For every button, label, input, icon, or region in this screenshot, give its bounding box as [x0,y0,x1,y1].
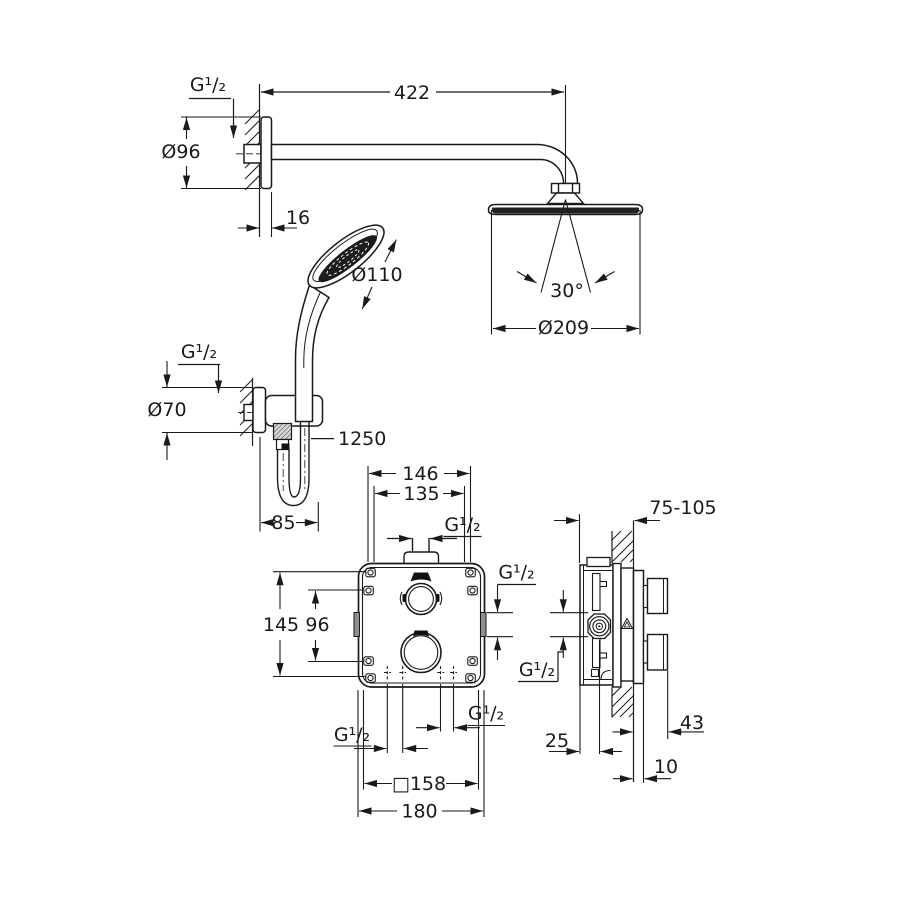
box-left-port [353,612,360,637]
box-side-port-arrows [487,583,536,660]
rough-in-box-side-view: 75-105 G¹/₂ 25 43 [518,497,717,783]
box-right-port [480,612,487,637]
dim-hand-shower-text: Ø110 [351,264,402,286]
hose-length-text: 1250 [338,428,386,450]
side-box-top-tab [586,556,611,568]
dim-handle-projection-text: 43 [680,712,704,734]
box-top-port [403,538,440,563]
arm-thread-leader [189,97,238,138]
dim-arm-escutcheon [181,116,261,190]
dim-handle-projection [612,671,704,739]
dim-head-diameter-text: Ø209 [538,317,589,339]
hose-knurled-nut [272,422,293,441]
side-wall-hatch-bottom [611,686,634,718]
dim-holder-escutcheon [162,361,253,460]
box-side-port-label: G¹/₂ [498,562,534,584]
arm-escutcheon [260,116,273,190]
box-bottom-right-port-label: G¹/₂ [468,703,504,725]
rough-in-box-front-view: 146 135 G¹/₂ 145 [263,463,536,823]
dim-wall-clearance-text: 16 [286,207,310,229]
holder-thread-leader [178,363,223,393]
ball-joint-nut [545,182,586,205]
dim-plate-thickness [613,684,671,783]
box-top-port-arrows [387,534,482,543]
dim-arm-length-text: 422 [394,82,430,104]
spray-angle-lines [516,199,615,293]
side-hex-union [587,613,612,640]
dim-head-diameter [490,210,641,335]
dim-box-cutout [362,690,480,790]
side-wall-hatch-top [611,530,634,564]
side-port-arrows [518,590,588,683]
dim-box-135 [373,486,466,562]
side-mounting-bar [612,562,622,688]
dim-box-cutout-text: □158 [392,773,446,795]
hose-nut-mark [281,443,290,450]
box-bottom-left-port-label: G¹/₂ [334,724,370,746]
dim-box-146 [367,466,472,562]
hand-shower-spray-face [318,235,377,283]
dim-box-146-text: 146 [402,463,438,485]
dim-box-width-text: 180 [401,801,437,823]
upper-valve [399,572,443,616]
shower-arm-section: 422 G¹/₂ Ø96 16 30° [161,74,644,339]
side-triangle-marker [620,617,634,629]
dim-arm-escutcheon-text: Ø96 [161,141,200,163]
dim-center-offset-text: 25 [545,730,569,752]
dim-box-96-text: 96 [305,614,329,636]
hand-shower-handle-line [303,291,321,368]
holder-thread-label: G¹/₂ [181,341,217,363]
dim-wall-clearance [238,192,297,237]
side-trim-plate [632,569,645,685]
box-screw-holes [363,567,478,683]
dim-holder-offset-text: 85 [271,512,295,534]
box-bottom-ports [384,666,457,681]
side-lower-knob [642,633,669,671]
dim-plate-thickness-text: 10 [654,756,678,778]
dim-box-width [357,690,485,817]
side-connection-label: G¹/₂ [519,659,555,681]
box-bottom-right-port-arrows [416,684,505,732]
box-bottom-left-port-arrows [333,684,428,753]
lower-valve [400,630,442,674]
dim-center-offset [549,640,622,756]
holder-body [264,394,324,427]
side-through-wall-part [620,567,635,682]
hand-shower-head [307,224,385,289]
box-top-port-label: G¹/₂ [444,514,480,536]
dim-installation-depth-text: 75-105 [649,497,716,519]
side-upper-knob [642,577,669,615]
spray-angle-text: 30° [550,280,584,302]
dim-holder-offset [259,437,319,532]
shower-arm-pipe [270,143,579,185]
dim-hand-shower [361,239,397,310]
dim-installation-depth [554,514,660,563]
shower-hose [276,422,310,507]
side-box-internals [584,569,612,681]
dim-box-145 [273,571,366,678]
hand-shower-section: G¹/₂ Ø70 [147,224,403,534]
dim-box-145-text: 145 [263,614,299,636]
dim-holder-escutcheon-text: Ø70 [147,399,186,421]
dim-box-96 [308,589,363,663]
dim-box-135-text: 135 [403,483,439,505]
arm-thread-label: G¹/₂ [190,74,226,96]
head-shower-spray-face [491,207,640,214]
hand-shower-handle [294,283,331,423]
holder-escutcheon [252,386,267,434]
